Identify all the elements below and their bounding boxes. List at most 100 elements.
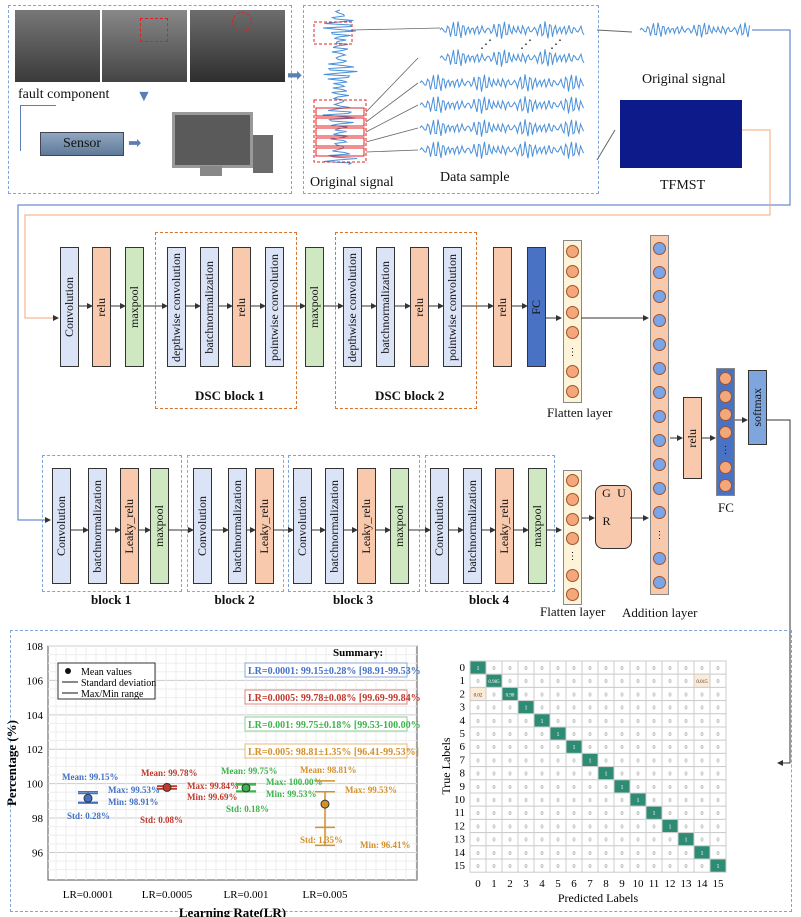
- neuron: [653, 361, 666, 375]
- neuron: [719, 461, 732, 475]
- cell-value: 1: [653, 811, 656, 817]
- cell-value: 0: [669, 851, 672, 857]
- cell-value: 0: [701, 732, 704, 738]
- mean-label: Mean: 98.81%: [300, 765, 357, 775]
- neuron: [653, 551, 666, 565]
- cell-value: 0: [493, 838, 496, 844]
- row-label: 15: [454, 860, 466, 872]
- cell-value: 0: [477, 838, 480, 844]
- row-label: 8: [460, 768, 466, 780]
- col-label: 5: [555, 878, 561, 890]
- cell-value: 0: [717, 666, 720, 672]
- cell-value: 0: [717, 772, 720, 778]
- cell-value: 0: [477, 864, 480, 870]
- cell-value: 0: [477, 851, 480, 857]
- cell-value: 0: [589, 785, 592, 791]
- cell-value: 0: [589, 692, 592, 698]
- cell-value: 0: [477, 785, 480, 791]
- col-label: 9: [619, 878, 625, 890]
- cell-value: 0: [557, 666, 560, 672]
- tfmst-label: TFMST: [660, 178, 706, 193]
- neuron: [566, 364, 579, 378]
- fusion-fc-label: FC: [718, 500, 734, 516]
- cell-value: 0: [573, 811, 576, 817]
- neuron: [566, 244, 579, 258]
- neuron: [719, 371, 732, 385]
- x-axis-label: Learning Rate(LR): [179, 905, 286, 917]
- neuron: [653, 241, 666, 255]
- cell-value: 0: [589, 824, 592, 830]
- col-label: 7: [587, 878, 593, 890]
- flatten-layer-1: ⋮: [563, 240, 582, 403]
- branch1-maxpool-block-label: maxpool: [307, 286, 321, 328]
- cell-value: 0: [557, 798, 560, 804]
- cell-value: 0: [653, 679, 656, 685]
- neuron: [653, 313, 666, 327]
- cell-value: 0: [637, 851, 640, 857]
- sample-arrow: [365, 149, 419, 153]
- cell-value: 0: [637, 811, 640, 817]
- cell-value: 0: [669, 745, 672, 751]
- original-signal-wave: [322, 9, 358, 165]
- cell-value: 0: [541, 838, 544, 844]
- summary-text: LR=0.0001: 99.15±0.28% [98.91-99.53%]: [248, 666, 420, 677]
- cell-value: 0: [509, 864, 512, 870]
- cell-value: 0: [493, 758, 496, 764]
- cell-value: 0: [525, 679, 528, 685]
- cell-value: 0: [637, 838, 640, 844]
- cell-value: 0: [509, 772, 512, 778]
- summary-title: Summary:: [333, 647, 383, 659]
- cell-value: 0: [509, 785, 512, 791]
- cell-value: 0: [477, 758, 480, 764]
- branch1-relu-block: relu: [92, 247, 111, 367]
- data-sample-wave: [439, 49, 585, 67]
- cell-value: 0: [717, 732, 720, 738]
- sample-arrow: [351, 27, 441, 31]
- block-2: [187, 455, 284, 592]
- neuron: [566, 587, 579, 601]
- cell-value: 0: [605, 732, 608, 738]
- dsc-block-2: [335, 232, 477, 409]
- neuron: [719, 426, 732, 440]
- cell-value: 0: [701, 706, 704, 712]
- col-label: 13: [681, 878, 693, 890]
- cell-value: 0.985: [488, 680, 500, 685]
- neuron: [653, 433, 666, 447]
- cell-value: 0: [637, 666, 640, 672]
- cell-value: 1: [669, 824, 672, 830]
- cell-value: 0: [589, 666, 592, 672]
- fusion-fc-layer: ⋮: [716, 368, 735, 496]
- cell-value: 0: [717, 706, 720, 712]
- cell-value: 0: [477, 772, 480, 778]
- neuron: [566, 285, 579, 299]
- cell-value: 0: [509, 679, 512, 685]
- cell-value: 1: [621, 785, 624, 791]
- legend-item: Standard deviation: [81, 678, 156, 689]
- neuron: [566, 474, 579, 488]
- cell-value: 0: [717, 692, 720, 698]
- row-label: 10: [454, 794, 466, 806]
- cell-value: 0: [685, 679, 688, 685]
- col-label: 6: [571, 878, 577, 890]
- cell-value: 1: [589, 758, 592, 764]
- cell-value: 0: [653, 838, 656, 844]
- cell-value: 0: [509, 706, 512, 712]
- ellipsis-icon: ⋰: [520, 37, 532, 51]
- ellipsis-icon: ⋮: [720, 444, 731, 456]
- cell-value: 0: [653, 758, 656, 764]
- neuron: [653, 289, 666, 303]
- cell-value: 0: [621, 666, 624, 672]
- fusion-fc-label-label: FC: [718, 500, 734, 515]
- cell-value: 0: [653, 864, 656, 870]
- cell-value: 0: [621, 719, 624, 725]
- cell-value: 0: [605, 706, 608, 712]
- branch1-maxpool-block: maxpool: [125, 247, 144, 367]
- branch1-relu-block-label: relu: [94, 297, 108, 317]
- cell-value: 0: [669, 666, 672, 672]
- branch1-convolution-block: Convolution: [60, 247, 79, 367]
- row-label: 5: [460, 728, 466, 740]
- block-1-label: block 1: [91, 592, 131, 608]
- cell-value: 0: [541, 785, 544, 791]
- cell-value: 0: [589, 798, 592, 804]
